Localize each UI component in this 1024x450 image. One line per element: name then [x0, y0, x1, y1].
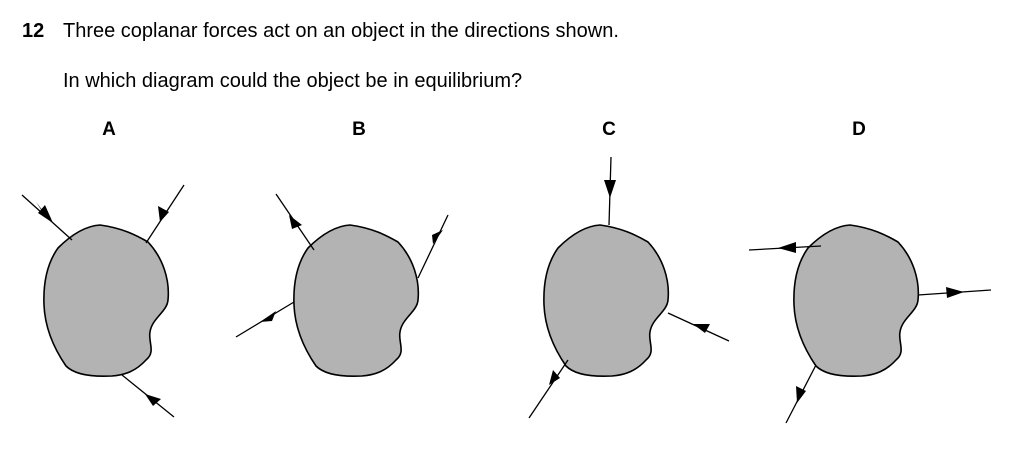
force-arrow-c-1 — [604, 156, 616, 226]
force-arrow-d-3 — [785, 364, 817, 424]
force-arrow-c-3 — [528, 359, 569, 419]
force-arrow-d-1 — [748, 242, 822, 253]
object-a — [43, 224, 170, 378]
force-arrow-a-2 — [145, 184, 185, 244]
option-label-d: D — [852, 119, 866, 140]
option-label-a: A — [102, 119, 116, 140]
option-label-b: B — [352, 119, 366, 140]
diagram-a — [21, 184, 185, 418]
force-arrow-b-1 — [275, 193, 315, 251]
diagram-d — [748, 224, 992, 424]
force-arrow-a-3 — [121, 374, 175, 418]
force-arrow-d-2 — [917, 287, 992, 298]
force-arrow-c-2 — [667, 312, 730, 342]
diagram-c — [528, 156, 730, 419]
object-d — [793, 224, 920, 378]
force-arrow-a-1 — [21, 194, 73, 241]
question-number: 12 — [22, 20, 45, 42]
diagram-b — [235, 193, 449, 378]
question-stem: Three coplanar forces act on an object i… — [63, 20, 619, 42]
object-c — [543, 224, 670, 378]
question-prompt: In which diagram could the object be in … — [63, 70, 523, 92]
force-arrow-b-2 — [417, 214, 449, 279]
force-arrow-b-3 — [235, 301, 295, 338]
option-label-c: C — [602, 119, 616, 140]
